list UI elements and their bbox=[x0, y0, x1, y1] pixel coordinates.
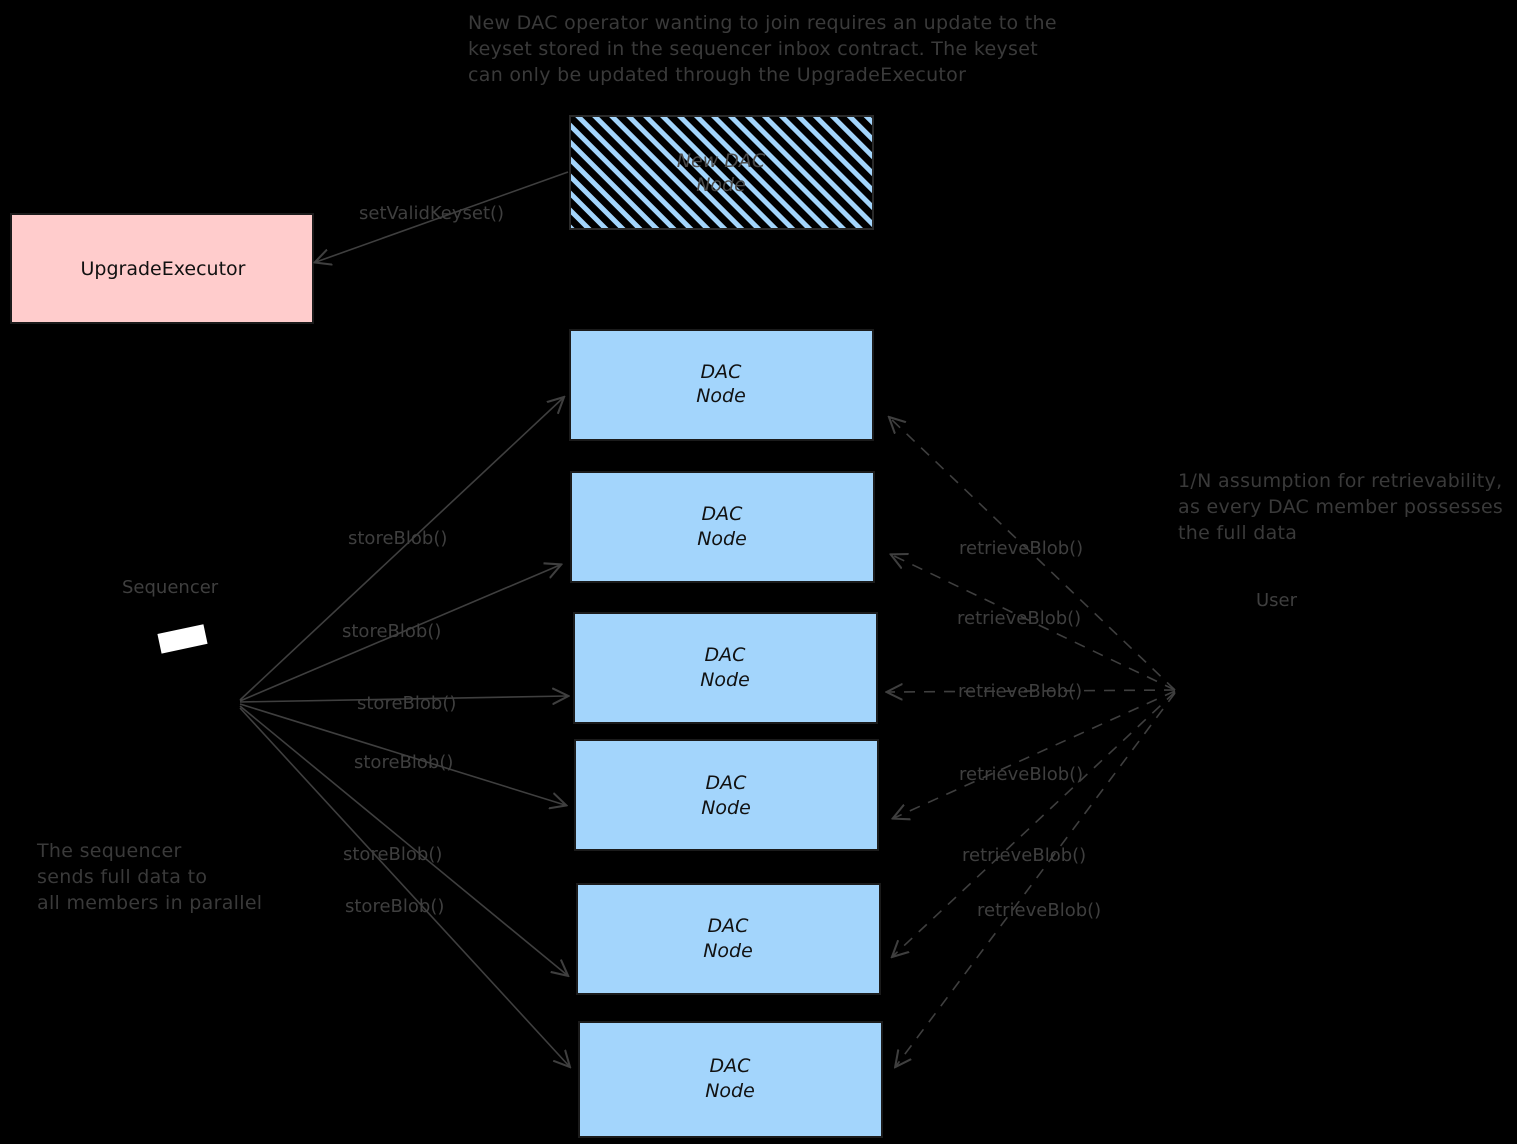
store-blob-label-3: storeBlob() bbox=[357, 693, 456, 714]
sequencer-actor[interactable]: Sequencer bbox=[122, 577, 219, 654]
upgrade-executor-box[interactable]: UpgradeExecutor bbox=[10, 213, 314, 324]
store-blob-label-5: storeBlob() bbox=[343, 844, 442, 865]
dac-node-2-label-line2: Node bbox=[697, 528, 747, 550]
store-blob-label-6: storeBlob() bbox=[345, 896, 444, 917]
new-dac-node-label-line2: Node bbox=[696, 174, 746, 196]
set-valid-keyset-label: setValidKeyset() bbox=[359, 203, 504, 224]
dac-node-5-label-line2: Node bbox=[703, 940, 753, 962]
edges-store-blob: storeBlob() storeBlob() storeBlob() stor… bbox=[239, 398, 569, 1066]
dac-node-3-label-line2: Node bbox=[700, 669, 750, 691]
user-actor[interactable]: User bbox=[1256, 590, 1298, 611]
dac-node-5[interactable]: DAC Node bbox=[576, 883, 881, 995]
user-label: User bbox=[1256, 590, 1298, 611]
upgrade-executor-label: UpgradeExecutor bbox=[81, 258, 246, 280]
retrieve-blob-label-3: retrieveBlob() bbox=[958, 681, 1082, 702]
edges-retrieve-blob: retrieveBlob() retrieveBlob() retrieveBl… bbox=[888, 418, 1176, 1066]
new-dac-node-label-line1: New DAC bbox=[677, 150, 766, 172]
dac-node-4[interactable]: DAC Node bbox=[574, 739, 879, 851]
retrieve-blob-label-5: retrieveBlob() bbox=[962, 845, 1086, 866]
retrieve-blob-arrow-4 bbox=[894, 690, 1176, 818]
store-blob-arrow-5 bbox=[239, 705, 567, 975]
dac-node-2[interactable]: DAC Node bbox=[570, 471, 875, 583]
store-blob-label-2: storeBlob() bbox=[342, 621, 441, 642]
dac-node-6-label-line2: Node bbox=[705, 1080, 755, 1102]
dac-node-5-rect bbox=[576, 883, 881, 995]
dac-node-4-label-line1: DAC bbox=[706, 772, 748, 794]
store-blob-arrow-1 bbox=[239, 398, 563, 701]
dac-node-3-rect bbox=[573, 612, 878, 724]
dac-node-1-label-line1: DAC bbox=[701, 361, 743, 383]
right-annotation: 1/N assumption for retrievability,as eve… bbox=[1178, 470, 1504, 544]
dac-node-3-label-line1: DAC bbox=[705, 644, 747, 666]
dac-node-2-rect bbox=[570, 471, 875, 583]
edge-set-valid-keyset: setValidKeyset() bbox=[316, 171, 569, 262]
retrieve-blob-label-4: retrieveBlob() bbox=[959, 764, 1083, 785]
new-dac-node-box[interactable]: New DAC Node bbox=[569, 115, 874, 230]
dac-node-5-label-line1: DAC bbox=[708, 915, 750, 937]
dac-node-1[interactable]: DAC Node bbox=[569, 329, 874, 441]
dac-node-2-label-line1: DAC bbox=[702, 503, 744, 525]
dac-node-4-label-line2: Node bbox=[701, 797, 751, 819]
retrieve-blob-label-2: retrieveBlob() bbox=[957, 608, 1081, 629]
retrieve-blob-arrow-6 bbox=[896, 692, 1176, 1066]
sequencer-icon bbox=[157, 624, 208, 654]
dac-node-6[interactable]: DAC Node bbox=[578, 1021, 883, 1138]
dac-node-3[interactable]: DAC Node bbox=[573, 612, 878, 724]
dac-node-6-label-line1: DAC bbox=[710, 1055, 752, 1077]
new-dac-node-rect bbox=[569, 115, 874, 230]
store-blob-label-4: storeBlob() bbox=[354, 752, 453, 773]
retrieve-blob-label-6: retrieveBlob() bbox=[977, 900, 1101, 921]
top-annotation: New DAC operator wanting to join require… bbox=[468, 12, 1057, 86]
retrieve-blob-label-1: retrieveBlob() bbox=[959, 538, 1083, 559]
sequencer-label: Sequencer bbox=[122, 577, 219, 598]
store-blob-label-1: storeBlob() bbox=[348, 528, 447, 549]
dac-node-4-rect bbox=[574, 739, 879, 851]
dac-node-1-label-line2: Node bbox=[696, 385, 746, 407]
